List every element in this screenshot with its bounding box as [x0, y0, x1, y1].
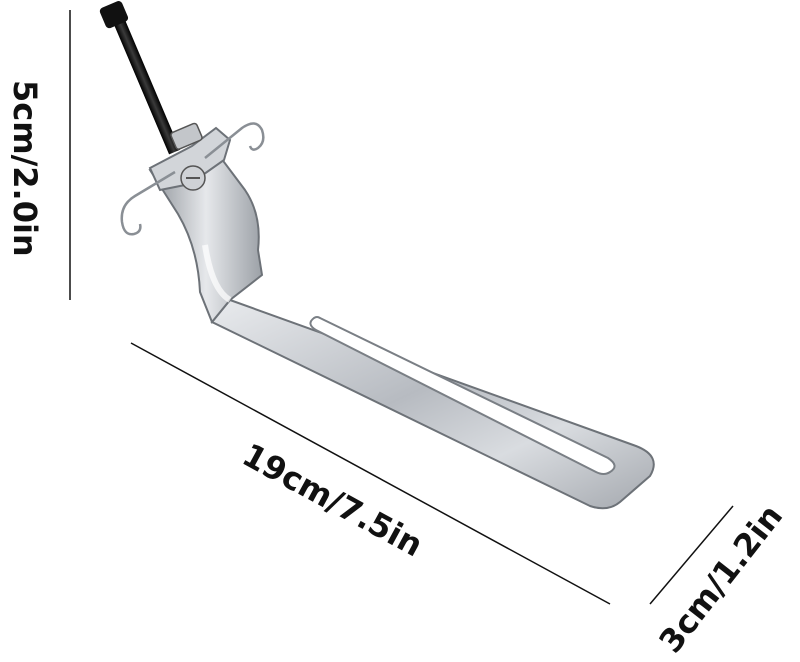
- bolt-shaft: [110, 11, 181, 155]
- width-dimension-line: [649, 505, 734, 605]
- length-dimension-line: [130, 342, 611, 605]
- bolt-nut: [170, 122, 203, 150]
- bracket-bend: [148, 148, 264, 324]
- height-dimension-label: 5cm/2.0in: [6, 80, 44, 257]
- bracket-slot: [309, 316, 616, 475]
- bolt-head: [99, 1, 129, 29]
- wire-hooks: [120, 122, 265, 236]
- bolt: [99, 1, 206, 191]
- length-dimension-label: 19cm/7.5in: [236, 436, 429, 565]
- bracket-arm: [210, 298, 655, 510]
